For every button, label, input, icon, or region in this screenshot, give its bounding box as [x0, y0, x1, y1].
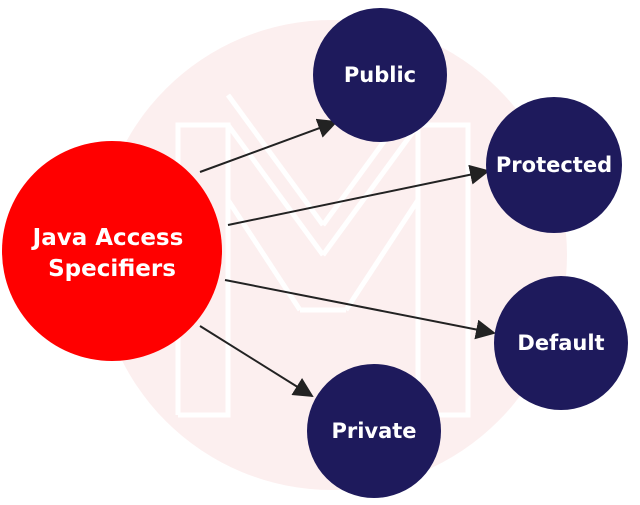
node-default: Default: [494, 276, 628, 410]
node-private-label: Private: [331, 419, 416, 443]
node-protected-circle: [486, 97, 622, 233]
node-public-label: Public: [344, 63, 416, 87]
arrow-to-public: [199, 118, 338, 173]
arrows: [199, 118, 496, 398]
node-default-label: Default: [517, 331, 604, 355]
node-public: Public: [313, 8, 447, 142]
center-node-label: Java Access Specifiers: [31, 225, 192, 282]
center-node-circle: [2, 141, 222, 361]
watermark-logo: [97, 20, 567, 490]
center-label-line-1: Java Access: [31, 225, 184, 251]
node-default-circle: [494, 276, 628, 410]
node-public-circle: [313, 8, 447, 142]
node-protected-label: Protected: [496, 153, 612, 177]
arrow-to-default: [224, 279, 496, 340]
node-private: Private: [307, 364, 441, 498]
node-private-circle: [307, 364, 441, 498]
arrow-to-protected: [227, 164, 490, 226]
node-protected: Protected: [486, 97, 622, 233]
center-label-line-2: Specifiers: [48, 256, 176, 282]
watermark-circle: [97, 20, 567, 490]
arrow-to-private: [199, 325, 314, 398]
center-node: Java Access Specifiers: [2, 141, 222, 361]
